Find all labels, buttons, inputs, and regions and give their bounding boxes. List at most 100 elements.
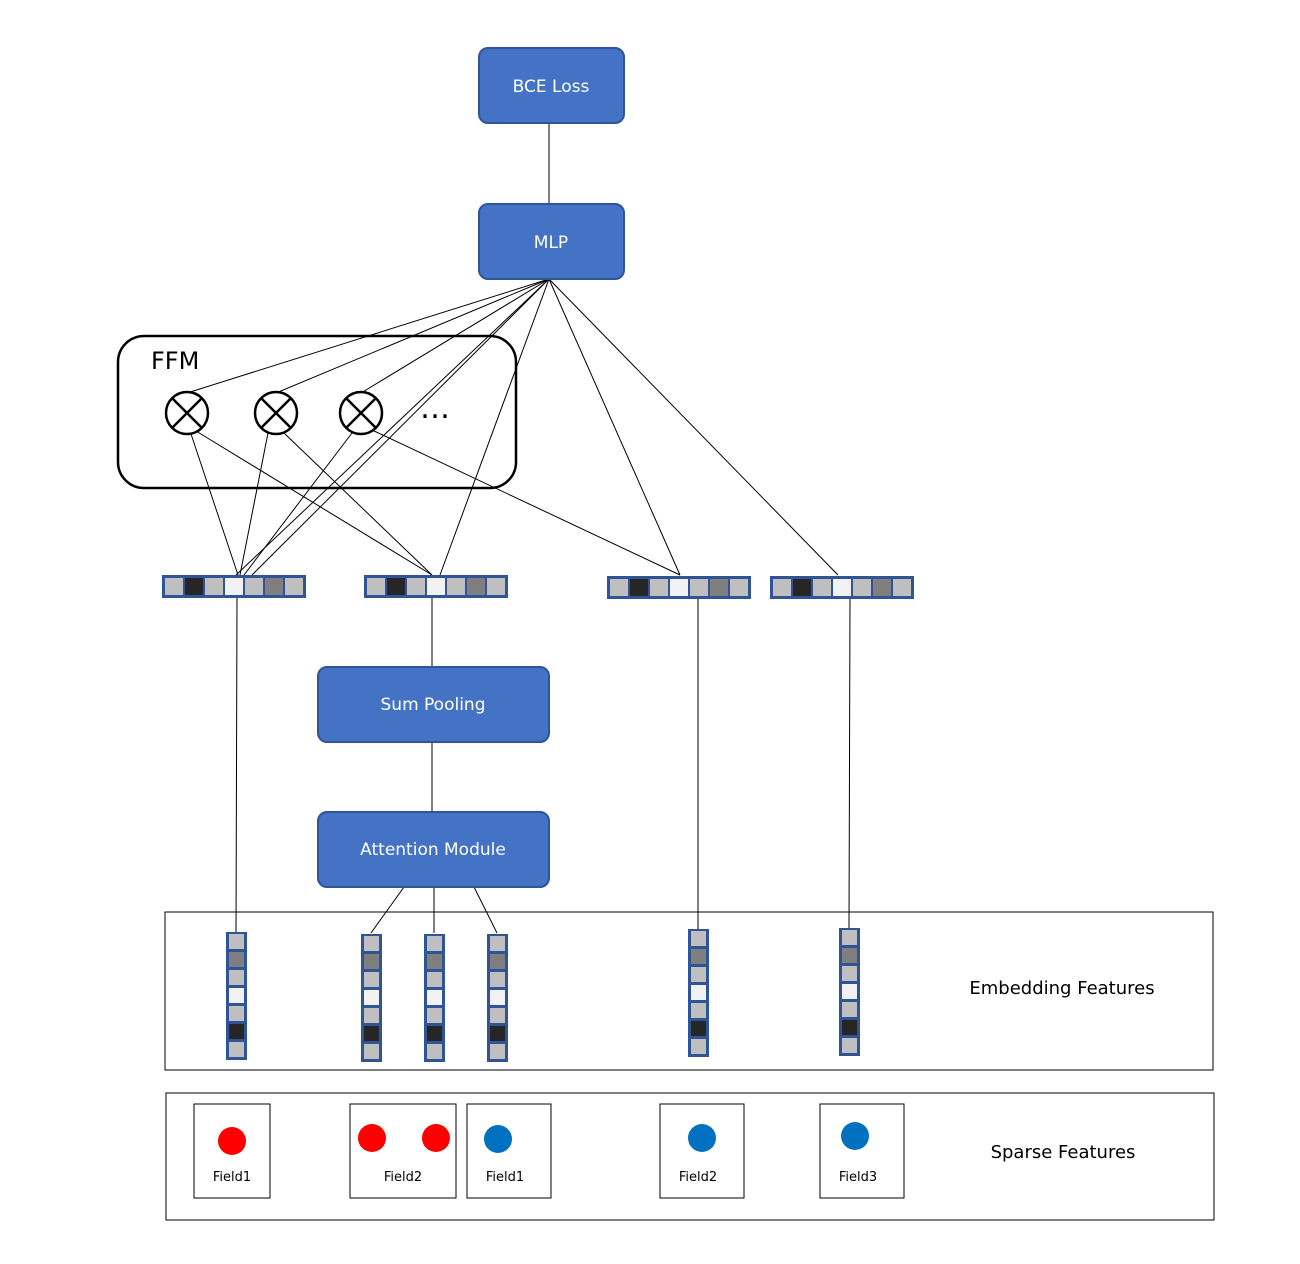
cross-product-icon	[253, 390, 299, 436]
vector-cell	[873, 579, 891, 596]
vector-cell	[853, 579, 871, 596]
column-cell	[427, 1044, 442, 1059]
vector-cell	[245, 578, 263, 595]
edge-ffm3-vec3	[371, 429, 681, 576]
column-cell	[490, 972, 505, 987]
bce-loss-node: BCE Loss	[478, 47, 625, 124]
embedding-column	[424, 934, 445, 1062]
embedding-vector	[607, 576, 751, 599]
ffm-block: FFM …	[116, 334, 518, 490]
vector-cell	[670, 579, 688, 596]
field-label: Field3	[839, 1170, 877, 1185]
column-cell	[427, 972, 442, 987]
sparse-field-boxes: Field1 Field2 Field1 Field2 Field3	[193, 1103, 905, 1199]
column-cell	[427, 936, 442, 951]
vector-cell	[367, 578, 385, 595]
sparse-feature-dots	[218, 1122, 869, 1155]
column-cell	[490, 1008, 505, 1023]
vector-cell	[427, 578, 445, 595]
embedding-column	[361, 934, 382, 1062]
vector-cell	[893, 579, 911, 596]
column-cell	[427, 954, 442, 969]
vector-cell	[690, 579, 708, 596]
field-box	[819, 1103, 905, 1199]
column-cell	[691, 1039, 706, 1054]
vector-cell	[225, 578, 243, 595]
embedding-columns	[226, 928, 860, 1062]
embedding-vector	[162, 575, 306, 598]
embedding-column	[487, 934, 508, 1062]
column-cell	[691, 967, 706, 982]
column-cell	[427, 990, 442, 1005]
column-cell	[691, 949, 706, 964]
column-cell	[842, 1002, 857, 1017]
column-cell	[691, 985, 706, 1000]
column-cell	[842, 948, 857, 963]
column-cell	[490, 936, 505, 951]
embedding-column	[839, 928, 860, 1056]
column-cell	[490, 1044, 505, 1059]
field-box	[466, 1103, 552, 1199]
vector-cell	[447, 578, 465, 595]
vector-cell	[833, 579, 851, 596]
edge-mlp-vec1b	[251, 278, 550, 576]
vector-cell	[730, 579, 748, 596]
vector-cell	[205, 578, 223, 595]
column-cell	[691, 931, 706, 946]
field-label: Field1	[486, 1170, 524, 1185]
edge-ffm1-vec1	[189, 430, 239, 576]
vector-cell	[650, 579, 668, 596]
attention-module-label: Attention Module	[360, 840, 506, 860]
connection-lines	[186, 123, 851, 934]
vector-cell	[793, 579, 811, 596]
cross-product-icon	[164, 390, 210, 436]
feature-dot	[688, 1124, 716, 1152]
edge-mlp-vec4	[548, 278, 839, 576]
edge-ffm3-vec1	[243, 432, 353, 576]
embedding-vector	[364, 575, 508, 598]
sparse-features-label: Sparse Features	[991, 1142, 1136, 1163]
feature-dot	[484, 1125, 512, 1153]
vector-cell	[610, 579, 628, 596]
edge-mlp-vec2	[439, 278, 550, 576]
sum-pooling-node: Sum Pooling	[317, 666, 550, 743]
vector-cell	[630, 579, 648, 596]
mlp-node: MLP	[478, 203, 625, 280]
column-cell	[427, 1026, 442, 1041]
edge-att-col4	[473, 886, 498, 934]
vector-cell	[467, 578, 485, 595]
ffm-label: FFM	[151, 347, 199, 375]
column-cell	[691, 1021, 706, 1036]
column-cell	[842, 930, 857, 945]
column-cell	[842, 984, 857, 999]
cross-product-icon	[338, 390, 384, 436]
column-cell	[229, 952, 244, 967]
feature-dot	[218, 1127, 246, 1155]
column-cell	[842, 1020, 857, 1035]
vector-cell	[265, 578, 283, 595]
column-cell	[229, 1024, 244, 1039]
feature-dot	[358, 1124, 386, 1152]
column-cell	[364, 936, 379, 951]
column-cell	[691, 1003, 706, 1018]
column-cell	[490, 954, 505, 969]
vector-cell	[813, 579, 831, 596]
column-cell	[490, 1026, 505, 1041]
vector-cell	[407, 578, 425, 595]
vector-cell	[285, 578, 303, 595]
mlp-label: MLP	[534, 233, 568, 253]
edge-ffm2-vec1	[239, 432, 269, 576]
column-cell	[364, 990, 379, 1005]
vector-cell	[165, 578, 183, 595]
edge-mlp-vec1	[235, 278, 550, 576]
vector-cell	[487, 578, 505, 595]
column-cell	[229, 1006, 244, 1021]
bce-loss-label: BCE Loss	[513, 77, 590, 97]
column-cell	[427, 1008, 442, 1023]
column-cell	[229, 1042, 244, 1057]
edge-ffm1-vec2	[195, 430, 433, 576]
column-cell	[364, 1044, 379, 1059]
embedding-features-region: Embedding Features	[164, 911, 1214, 1071]
column-cell	[842, 966, 857, 981]
